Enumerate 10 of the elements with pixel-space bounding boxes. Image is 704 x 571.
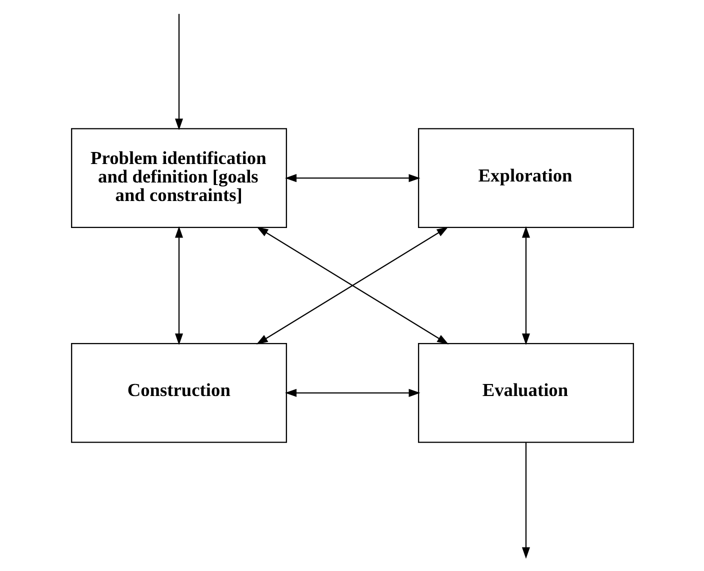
arrow: [284, 174, 420, 182]
node-box: Construction: [70, 342, 287, 443]
arrow: [174, 14, 183, 130]
arrow: [284, 388, 420, 397]
node-box: Evaluation: [417, 342, 634, 443]
node-box: Problem identification and definition [goals and constraints]: [70, 128, 287, 228]
arrow: [174, 226, 183, 345]
node-box: Exploration: [417, 128, 634, 228]
arrow: [521, 442, 530, 559]
arrow: [521, 226, 530, 345]
